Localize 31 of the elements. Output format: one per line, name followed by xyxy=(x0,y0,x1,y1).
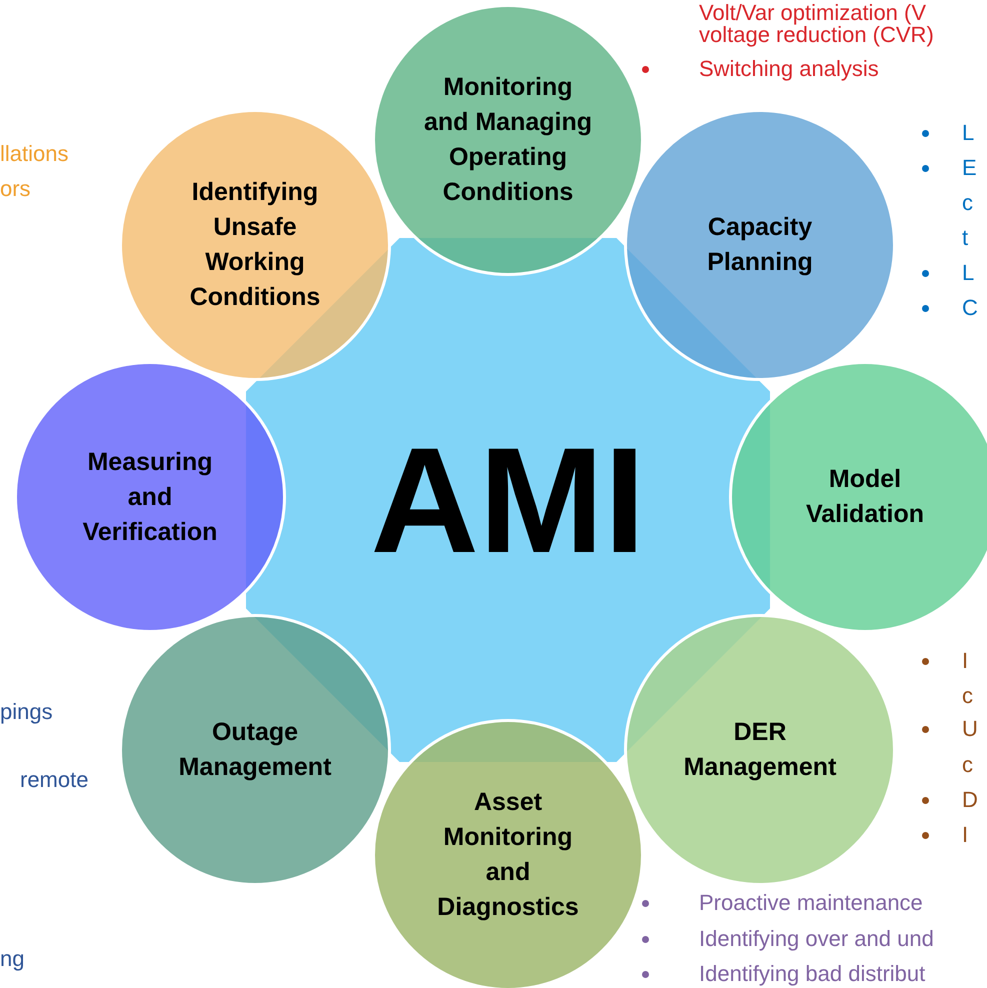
node-label: Measuring and Verification xyxy=(82,446,218,548)
list-item-text: I xyxy=(962,648,968,674)
list-item-text: L xyxy=(962,120,974,146)
list-item-text: t xyxy=(962,225,968,251)
node-label: Asset Monitoring and Diagnostics xyxy=(436,787,580,923)
hub-title: AMI xyxy=(370,415,646,585)
list-item-text: llations xyxy=(0,141,68,167)
list-item-text: pings xyxy=(0,699,53,725)
list-item-text: E xyxy=(962,155,977,181)
list-item-text: C xyxy=(962,295,978,321)
list-item-text: I xyxy=(962,822,968,848)
list-item-text: c xyxy=(962,190,973,216)
list-item-text: Volt/Var optimization (V xyxy=(699,0,926,26)
list-item-text: Proactive maintenance xyxy=(699,890,923,916)
node-label: DER Management xyxy=(682,717,838,783)
list-item-text: Identifying bad distribut xyxy=(699,961,926,987)
list-item-text: c xyxy=(962,752,973,778)
list-item-text: Switching analysis xyxy=(699,56,879,82)
node-label: Outage Management xyxy=(178,717,332,783)
list-item-text: L xyxy=(962,260,974,286)
list-item-text: ors xyxy=(0,176,31,202)
list-item-text: U xyxy=(962,716,978,742)
list-item-text: ng xyxy=(0,946,24,972)
list-item-text: c xyxy=(962,683,973,709)
node-label: Monitoring and Managing Operating Conditions xyxy=(423,72,593,208)
node-label: Model Validation xyxy=(804,464,926,530)
list-item-text: Identifying over and und xyxy=(699,926,934,952)
list-item-text: D xyxy=(962,787,978,813)
node-label: Identifying Unsafe Working Conditions xyxy=(188,177,322,313)
list-item-text: remote xyxy=(20,767,88,793)
node-label: Capacity Planning xyxy=(706,212,814,278)
